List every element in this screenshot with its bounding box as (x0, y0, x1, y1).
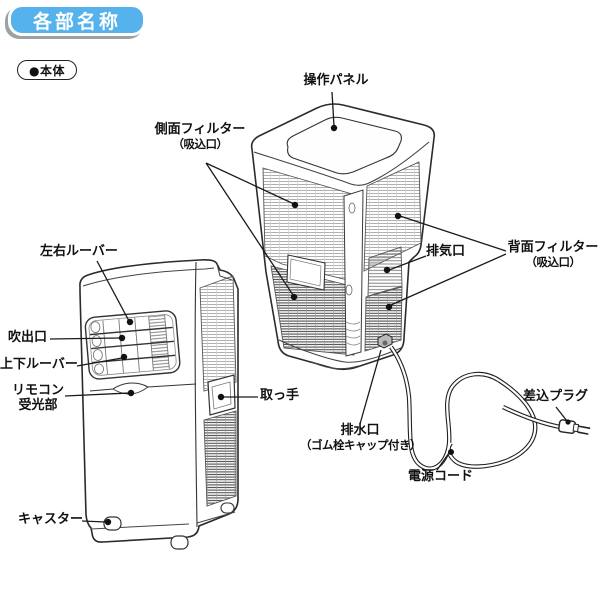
label-up-down-louver: 上下ルーバー (0, 357, 78, 372)
front-unit-drawing (79, 259, 239, 550)
label-air-outlet: 吹出口 (8, 330, 48, 345)
label-rear-filter: 背面フィルター （吸込口） (507, 240, 599, 269)
label-remote-sensor: リモコン 受光部 (11, 383, 64, 413)
label-power-cord: 電源コード (408, 469, 474, 484)
rear-unit-drawing (250, 103, 436, 371)
leader-dots (104, 124, 571, 526)
page-title: 各部名称 (32, 10, 121, 33)
label-plug: 差込プラグ (523, 389, 589, 404)
section-label-text: ●本体 (29, 63, 65, 78)
label-caster: キャスター (18, 512, 84, 527)
label-side-filter: 側面フィルター （吸込口） (154, 122, 246, 151)
label-left-right-louver: 左右ルーバー (40, 244, 118, 259)
label-operation-panel: 操作パネル (303, 73, 369, 88)
label-handle: 取っ手 (260, 388, 300, 403)
label-exhaust-port: 排気口 (426, 244, 466, 259)
page-title-badge: 各部名称 (8, 4, 146, 36)
plug-drawing (558, 419, 591, 435)
section-label-body: ●本体 (17, 60, 77, 80)
leader-lines (49, 91, 568, 523)
label-drain-port: 排水口 （ゴム栓キャップ付き） (300, 423, 422, 452)
